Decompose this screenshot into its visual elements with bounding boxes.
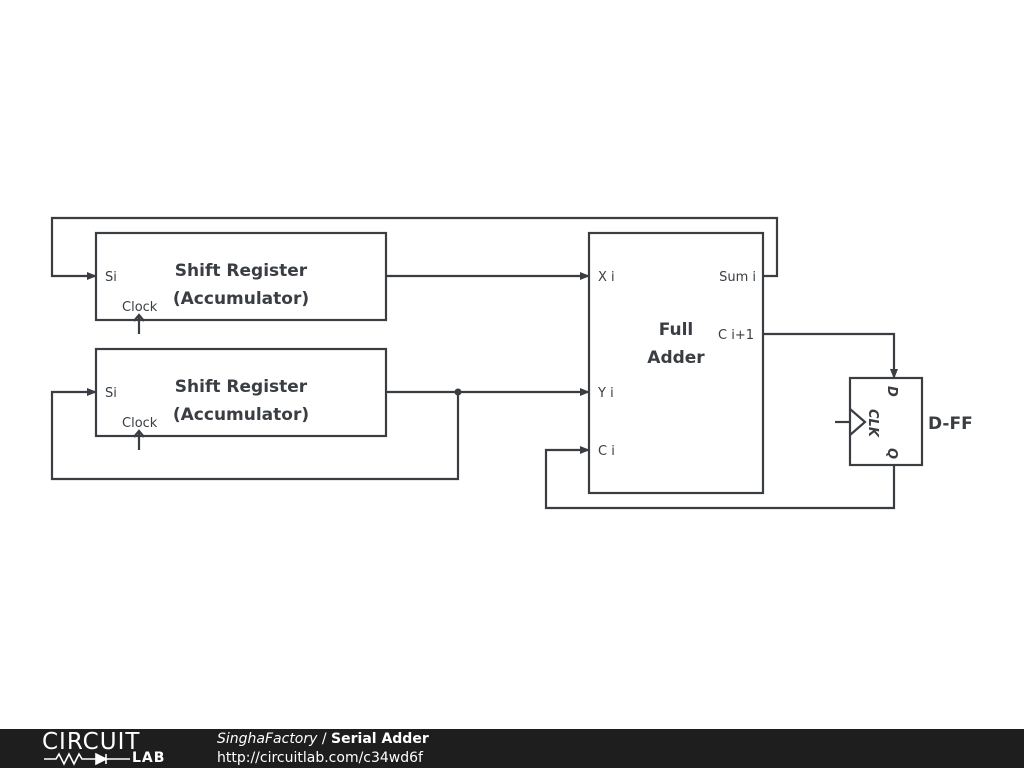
full-adder-c-label: C i xyxy=(598,444,615,459)
full-adder-y-label: Y i xyxy=(597,386,614,401)
shift-register-bottom[interactable]: Si Clock Shift Register (Accumulator) xyxy=(94,347,388,450)
d-flip-flop[interactable]: D CLK Q D-FF xyxy=(835,376,973,467)
shift-register-bottom-si-label: Si xyxy=(105,386,117,401)
logo-resistor-diode-icon xyxy=(44,752,130,766)
circuit-credit: SinghaFactory / Serial Adder xyxy=(217,730,429,748)
wire-sum-feedback xyxy=(50,216,779,280)
dff-d-label: D xyxy=(884,386,899,397)
circuit-title[interactable]: Serial Adder xyxy=(331,731,429,747)
shift-register-top-si-label: Si xyxy=(105,270,117,285)
full-adder-cout-label: C i+1 xyxy=(718,328,754,343)
full-adder-title-line2: Adder xyxy=(647,348,705,368)
shift-register-bottom-clock-label: Clock xyxy=(122,416,158,431)
author-name[interactable]: SinghaFactory xyxy=(217,731,318,747)
shift-register-top-title-line1: Shift Register xyxy=(175,261,308,281)
full-adder-x-label: X i xyxy=(598,270,615,285)
dff-clk-label: CLK xyxy=(865,409,880,438)
shift-register-bottom-title-line1: Shift Register xyxy=(175,377,308,397)
shift-register-top-clock-label: Clock xyxy=(122,300,158,315)
wire-q-to-ci xyxy=(544,446,896,510)
dff-name-label: D-FF xyxy=(928,414,973,434)
full-adder-sum-label: Sum i xyxy=(719,270,756,285)
shift-register-bottom-clock-pin xyxy=(133,429,145,450)
circuitlab-logo[interactable]: CIRCUIT LAB xyxy=(42,730,177,768)
circuit-url-link[interactable]: http://circuitlab.com/c34wd6f xyxy=(217,750,423,766)
dff-body xyxy=(848,376,924,467)
shift-register-bottom-title-line2: (Accumulator) xyxy=(173,405,309,425)
full-adder-title-line1: Full xyxy=(659,320,694,340)
shift-register-top-title-line2: (Accumulator) xyxy=(173,289,309,309)
dff-q-label: Q xyxy=(884,448,899,459)
credit-separator: / xyxy=(317,731,332,747)
logo-wordmark-bottom: LAB xyxy=(132,750,166,766)
schematic-canvas: Si Clock Shift Register (Accumulator) Si… xyxy=(50,216,973,510)
shift-register-top-clock-pin xyxy=(133,313,145,334)
shift-register-top-body xyxy=(94,231,388,322)
wire-sr-bottom-feedback xyxy=(50,388,460,481)
logo-wordmark-top: CIRCUIT xyxy=(42,729,141,755)
wire-cout-to-d xyxy=(763,332,898,379)
shift-register-top[interactable]: Si Clock Shift Register (Accumulator) xyxy=(94,231,388,334)
full-adder-body xyxy=(587,231,765,495)
full-adder[interactable]: X i Y i C i Sum i C i+1 Full Adder xyxy=(587,231,765,495)
footer-bar: CIRCUIT LAB SinghaFactory / Serial Adder… xyxy=(0,729,1024,768)
shift-register-bottom-body xyxy=(94,347,388,438)
dff-clock-triangle xyxy=(849,408,867,436)
